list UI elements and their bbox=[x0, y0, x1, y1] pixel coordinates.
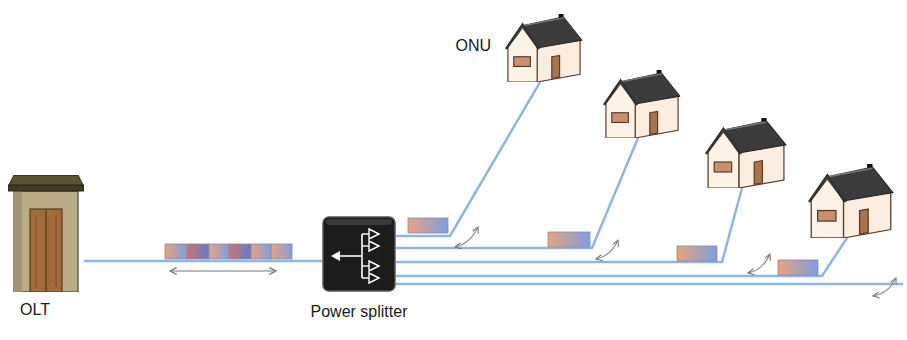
data-packet bbox=[677, 246, 717, 261]
node-label: OLT bbox=[20, 300, 50, 319]
house-icon bbox=[809, 164, 893, 238]
data-packet bbox=[408, 218, 448, 233]
double-arrow bbox=[170, 270, 276, 271]
curved-arrow bbox=[873, 278, 896, 296]
fiber-line bbox=[396, 283, 903, 286]
power-splitter: Power splitter bbox=[322, 216, 396, 292]
data-packet bbox=[251, 244, 271, 259]
fiber-connector bbox=[396, 82, 540, 236]
house-icon bbox=[604, 70, 680, 138]
branch-packets bbox=[408, 218, 818, 275]
node-label: Power splitter bbox=[311, 302, 408, 321]
olt-hut: OLT bbox=[8, 175, 84, 292]
onu-house-shape bbox=[505, 14, 583, 82]
trunk-packets bbox=[165, 244, 292, 259]
data-packet bbox=[165, 244, 187, 259]
power-splitter-shape bbox=[322, 216, 396, 292]
curved-arrow bbox=[748, 254, 770, 273]
olt-hut-shape bbox=[8, 175, 84, 292]
curved-arrow bbox=[455, 227, 478, 247]
curved-arrows bbox=[455, 227, 896, 296]
branch-fibers bbox=[396, 138, 903, 284]
house-icon bbox=[706, 118, 786, 188]
curved-arrow bbox=[596, 240, 618, 259]
data-packet bbox=[271, 244, 292, 259]
data-packet bbox=[187, 244, 209, 259]
data-packet bbox=[548, 232, 590, 247]
fiber-connector bbox=[84, 260, 322, 263]
fiber-line bbox=[396, 138, 638, 248]
onu-house: ONU bbox=[505, 14, 583, 82]
data-packet bbox=[209, 244, 229, 259]
node-label: ONU bbox=[455, 36, 491, 55]
data-packet bbox=[229, 244, 251, 259]
data-packet bbox=[778, 260, 818, 275]
fiber-line bbox=[396, 188, 742, 262]
